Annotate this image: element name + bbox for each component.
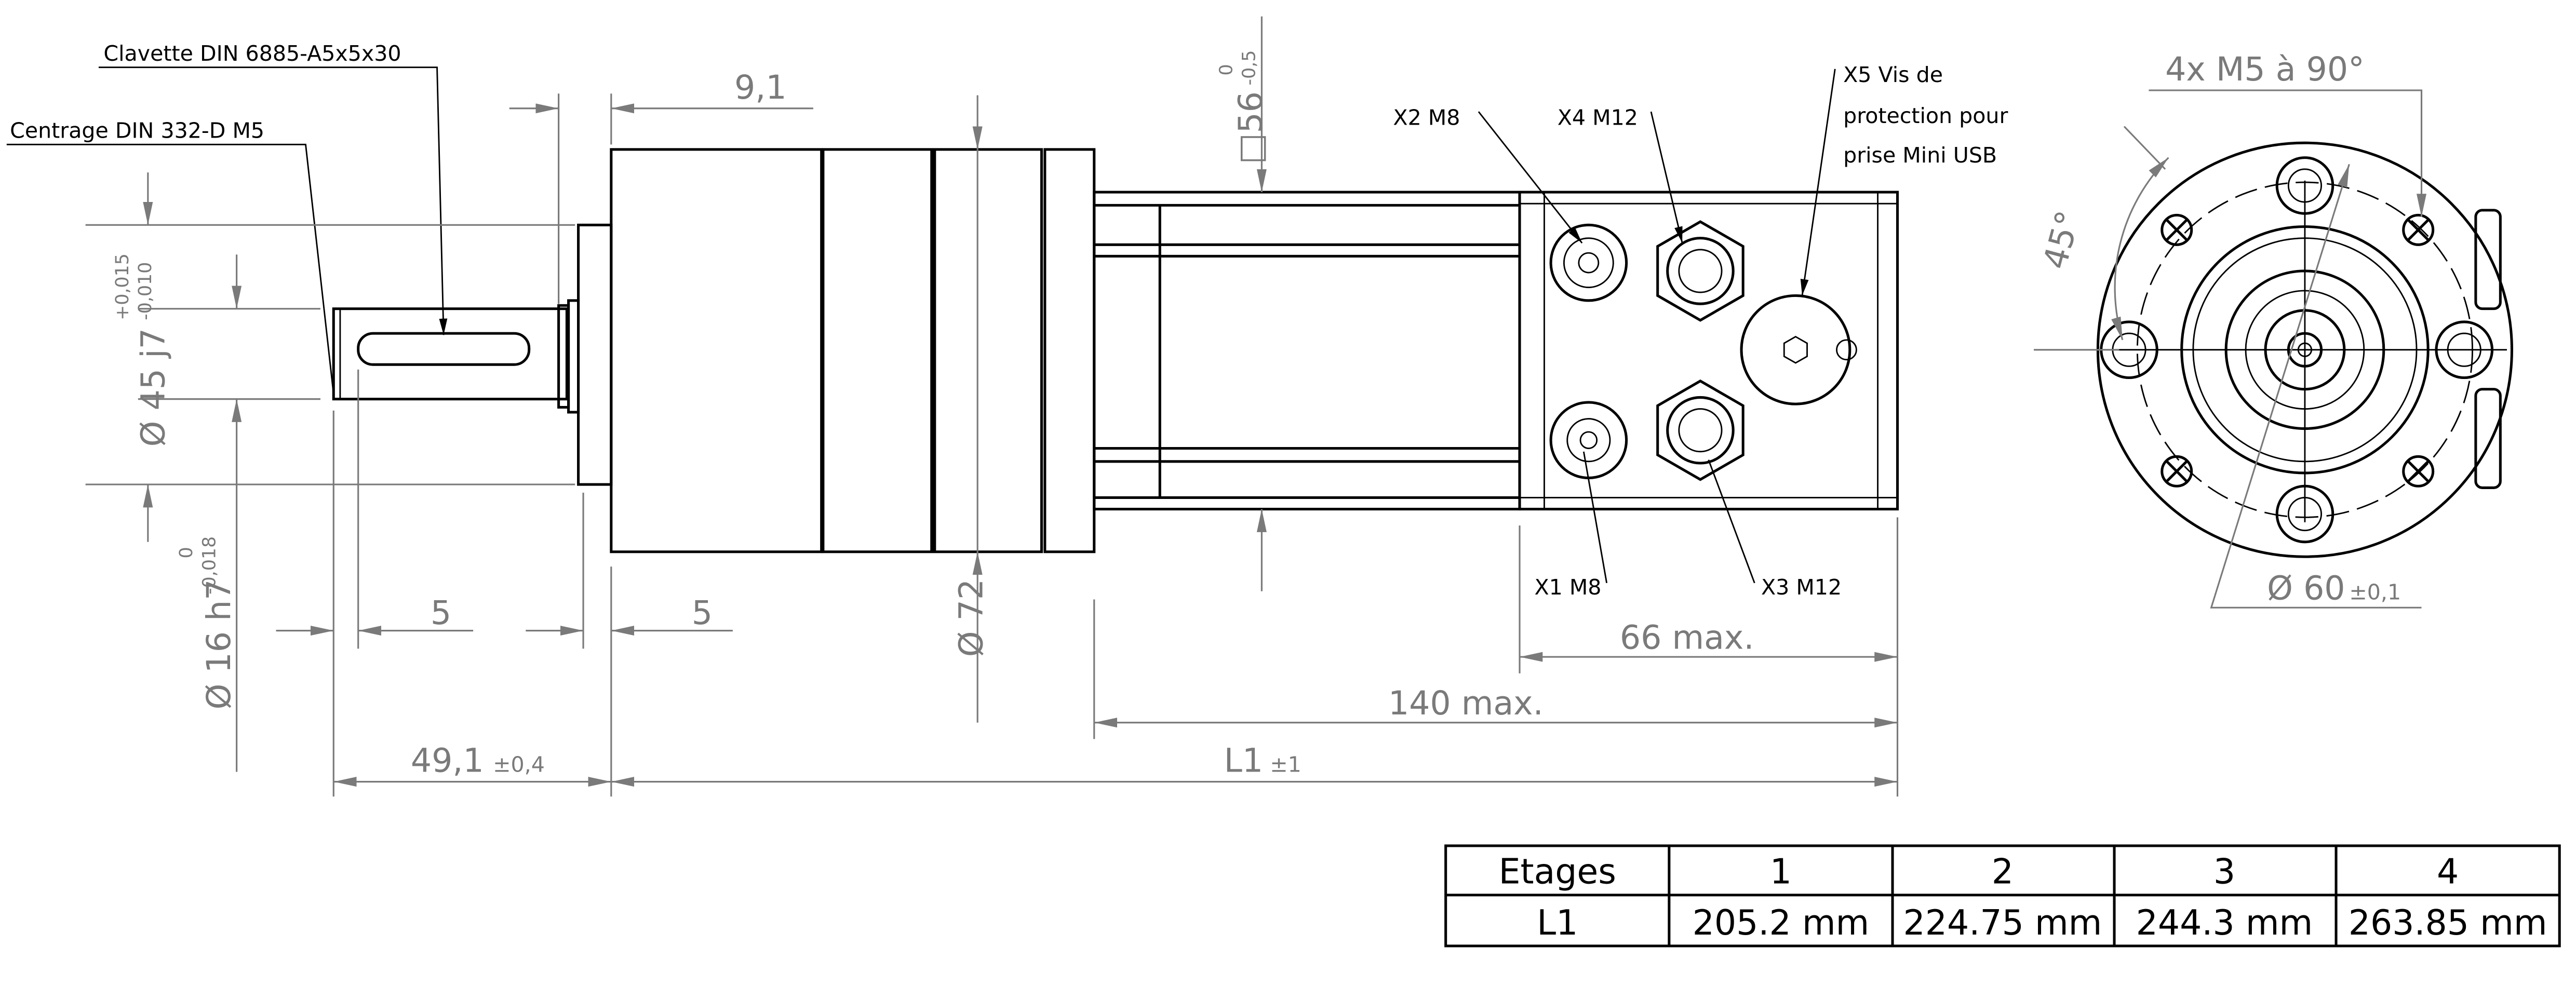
front-view <box>2096 141 2514 558</box>
dim-45-tol-low: -0,010 <box>135 262 156 320</box>
x5-label-2: protection pour <box>1843 103 2008 128</box>
dim-5-pilot: 5 <box>692 593 713 632</box>
threaded-holes <box>2161 213 2435 488</box>
callout-clavette: Clavette DIN 6885-A5x5x30 <box>98 41 448 335</box>
dim-66-max: 66 max. <box>1620 618 1754 656</box>
dim-16: Ø 16 h7 <box>199 579 238 710</box>
dim-16-tol-up: 0 <box>176 547 197 558</box>
dim-45-deg: 45° <box>2035 207 2087 273</box>
dim-56: □56 <box>1231 91 1269 164</box>
connector-box <box>1518 191 1899 511</box>
dim-4x-m5: 4x M5 à 90° <box>2165 50 2365 88</box>
x2-label: X2 M8 <box>1393 105 1460 130</box>
dim-60: Ø 60 <box>2267 569 2345 607</box>
dim-16-tol-low: -0,018 <box>199 536 220 594</box>
dim-l1: L1 <box>1224 741 1263 780</box>
dim-56-tol-low: -0,5 <box>1239 50 1260 86</box>
table-cell: L1 <box>1537 902 1578 943</box>
dimensions: 9,1 Ø 72 □56 0 -0,5 Ø 45 j7 +0,015 -0,01… <box>85 16 2427 797</box>
dim-l1-tol: ±1 <box>1270 752 1302 777</box>
gearbox-stage <box>610 148 823 553</box>
table-header-cell: 2 <box>1992 851 2014 892</box>
dim-140-max: 140 max. <box>1388 684 1544 722</box>
x4-label: X4 M12 <box>1558 105 1638 130</box>
keyway <box>357 332 531 366</box>
side-view <box>332 148 1899 553</box>
dim-49-1-tol: ±0,4 <box>493 752 545 777</box>
dim-56-tol-up: 0 <box>1216 64 1237 75</box>
x3-label: X3 M12 <box>1761 575 1842 600</box>
connector-x2 <box>1549 223 1628 302</box>
x5-label-3: prise Mini USB <box>1843 143 1997 168</box>
connector-x3 <box>1656 379 1745 481</box>
connector-x4 <box>1656 220 1745 322</box>
connector-x1 <box>1549 401 1628 479</box>
dim-45-tol-up: +0,015 <box>112 253 133 320</box>
table-header-cell: 3 <box>2213 851 2235 892</box>
dim-5-keyway: 5 <box>431 593 451 632</box>
table-cell: 263.85 mm <box>2349 902 2547 943</box>
centrage-label: Centrage DIN 332-D M5 <box>10 118 264 143</box>
table-header-cell: Etages <box>1499 851 1616 892</box>
dim-72: Ø 72 <box>952 579 990 657</box>
dim-45: Ø 45 j7 <box>133 328 172 447</box>
table-cell: 224.75 mm <box>1903 902 2102 943</box>
clavette-label: Clavette DIN 6885-A5x5x30 <box>103 41 401 66</box>
stages-table: Etages 1 2 3 4 L1 205.2 mm 224.75 mm 244… <box>1444 844 2561 948</box>
x1-label: X1 M8 <box>1534 575 1601 600</box>
x5-label-1: X5 Vis de <box>1843 62 1943 87</box>
dim-9-1: 9,1 <box>734 68 787 106</box>
callout-centrage: Centrage DIN 332-D M5 <box>6 118 334 395</box>
connector-callouts: X2 M8 X4 M12 X5 Vis de protection pour p… <box>1393 62 2008 600</box>
table-header-cell: 4 <box>2437 851 2459 892</box>
table-cell: 244.3 mm <box>2136 902 2313 943</box>
dim-60-tol: ±0,1 <box>2349 580 2401 605</box>
usb-cap <box>1740 294 1857 405</box>
table-header-cell: 1 <box>1770 851 1792 892</box>
dim-49-1: 49,1 <box>411 741 484 780</box>
table-cell: 205.2 mm <box>1693 902 1870 943</box>
